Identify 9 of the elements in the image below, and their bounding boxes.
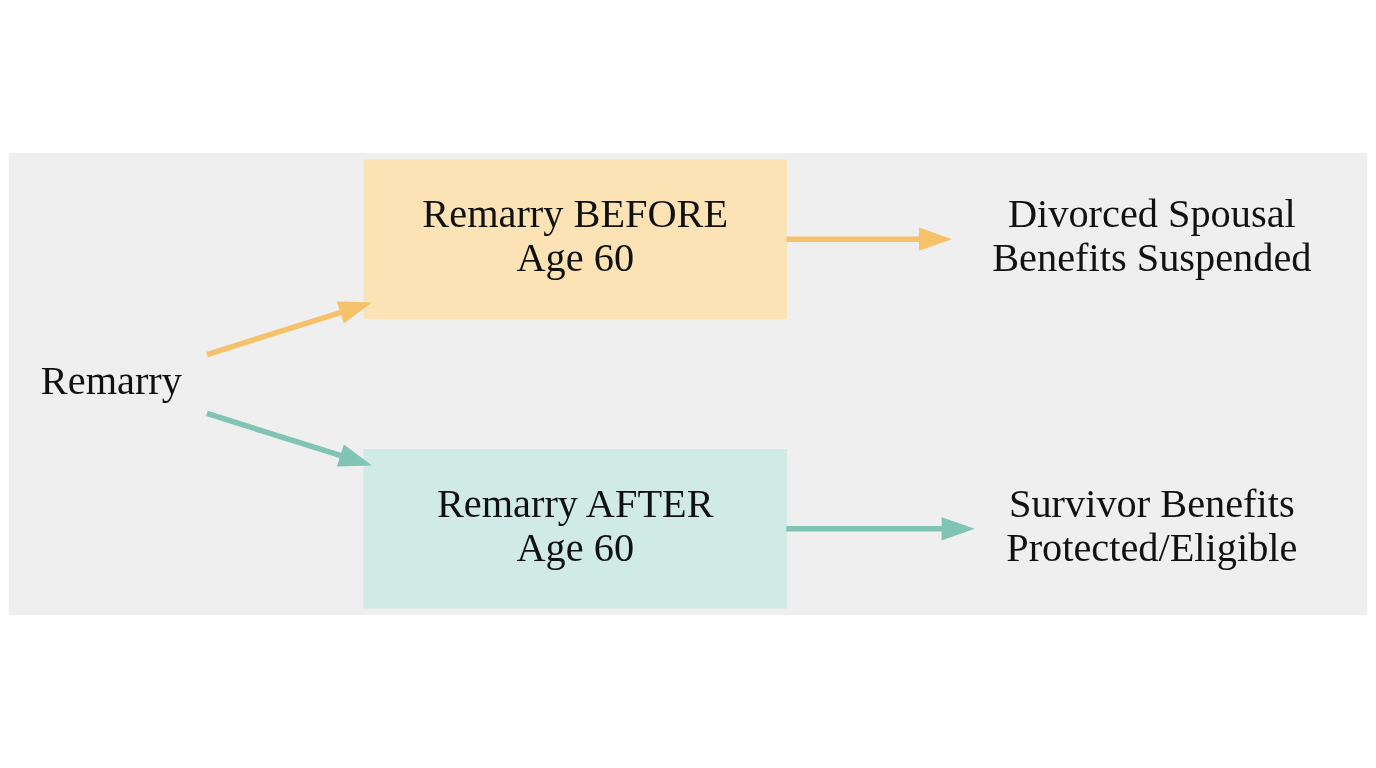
arrow xyxy=(786,517,975,541)
arrow xyxy=(786,227,953,251)
node-text: Remarry xyxy=(40,358,182,404)
arrow xyxy=(206,410,372,467)
node-box: Remarry AFTER Age 60 xyxy=(363,449,787,609)
node-text: Divorced Spousal Benefits Suspended xyxy=(992,191,1312,281)
node-text: Survivor Benefits Protected/Eligible xyxy=(1006,481,1298,571)
arrow xyxy=(206,301,372,358)
node-box: Remarry BEFORE Age 60 xyxy=(363,159,787,319)
